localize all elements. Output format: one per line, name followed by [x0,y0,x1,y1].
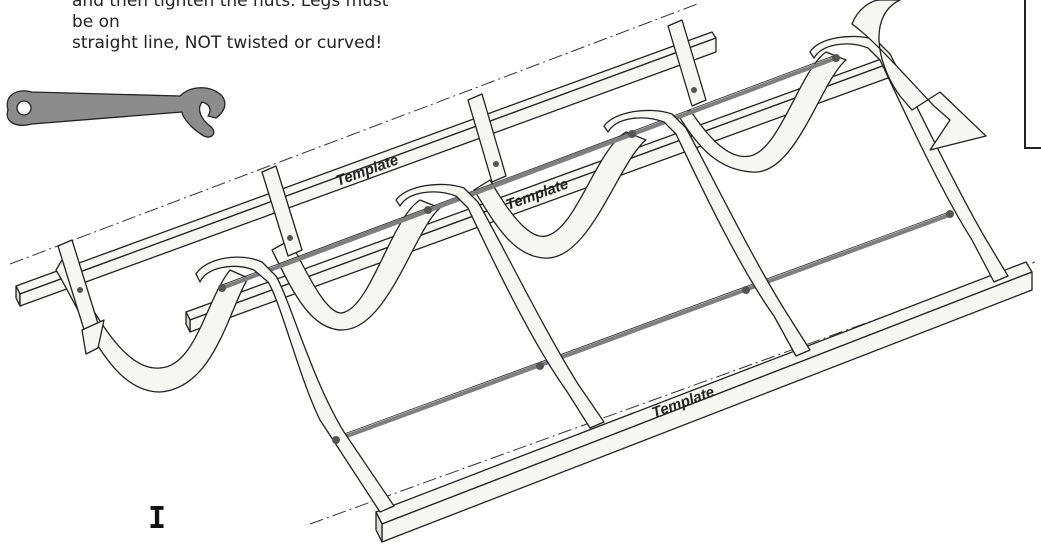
front-template-board [375,261,1033,543]
bracket [81,319,105,355]
leg-4 [809,35,1009,283]
rotation-arrow-icon [851,0,987,151]
adjustable-wrench-icon [6,87,226,138]
leg-1 [195,256,395,513]
post-2 [261,165,303,257]
frame-edge [1024,0,1041,149]
post-4 [667,19,707,107]
curved-section-3 [473,131,647,259]
curved-section-1 [55,259,249,393]
lower-tie-rod [334,210,954,442]
bolts [77,54,954,444]
template-label-middle: Template [504,175,571,213]
middle-tie-rod [278,132,634,268]
step-label: I [148,501,167,536]
curved-section-4 [679,51,847,173]
middle-template-board [185,57,889,333]
leg-2 [395,183,605,429]
centerline-top [9,2,701,265]
leg-3 [603,109,811,357]
post-3 [467,93,507,183]
instruction-text: and then tighten the nuts. Legs must be … [72,0,389,53]
